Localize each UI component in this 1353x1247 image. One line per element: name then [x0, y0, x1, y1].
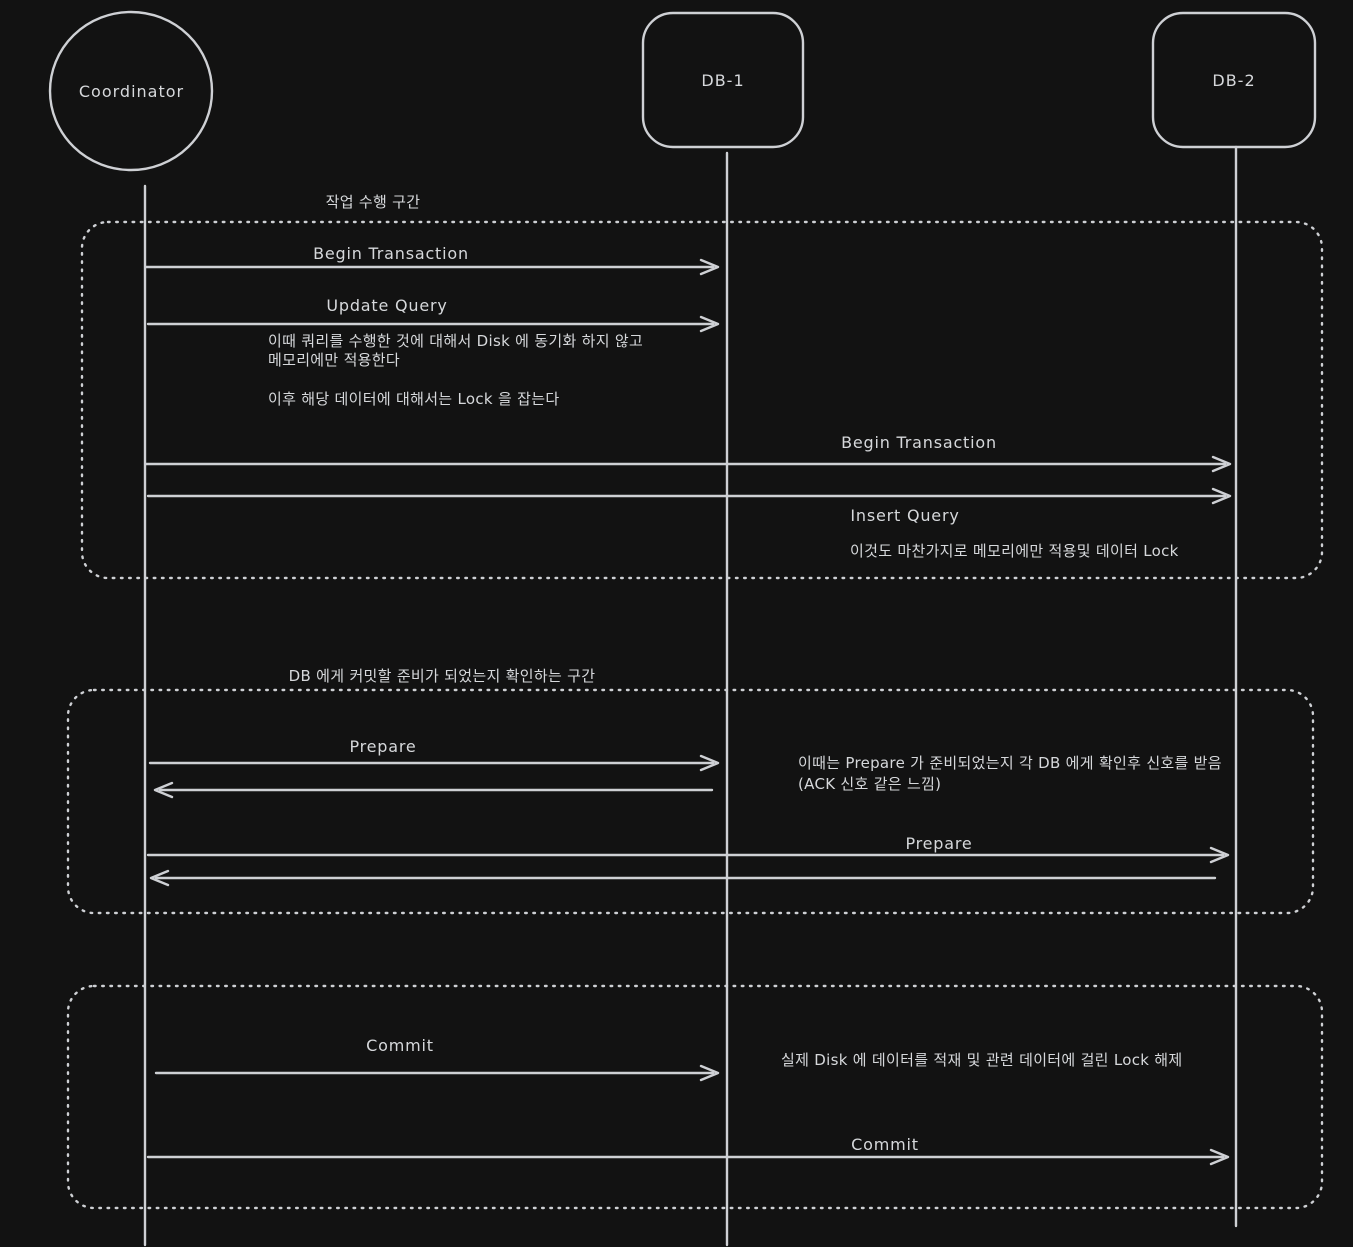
begin-transaction-db2-arrow: [144, 455, 1232, 473]
commit-db2-arrow: [146, 1148, 1230, 1166]
actor-db1: DB-1: [643, 13, 803, 147]
note-prepare-ack: 이때는 Prepare 가 준비되었는지 각 DB 에게 확인후 신호를 받음 …: [798, 754, 1222, 793]
actor-db2: DB-2: [1153, 13, 1315, 147]
begin-transaction-db1-label: Begin Transaction: [313, 244, 469, 263]
begin-transaction-db1-arrow: [144, 258, 720, 276]
note-disk-flush: 실제 Disk 에 데이터를 적재 및 관련 데이터에 걸린 Lock 해제: [781, 1051, 1183, 1069]
section2-title: DB 에게 커밋할 준비가 되었는지 확인하는 구간: [288, 667, 596, 685]
actor-coordinator: Coordinator: [50, 13, 213, 170]
note-memory-only: 이때 쿼리를 수행한 것에 대해서 Disk 에 동기화 하지 않고 메모리에만…: [268, 332, 644, 369]
begin-transaction-db2-label: Begin Transaction: [841, 433, 997, 452]
commit-db1-arrow: [154, 1064, 720, 1082]
section3-box: [66, 984, 1324, 1210]
coordinator-shape: [48, 10, 214, 172]
update-query-arrow: [146, 315, 720, 333]
note-hold-lock: 이후 해당 데이터에 대해서는 Lock 을 잡는다: [268, 390, 560, 408]
commit-db2-label: Commit: [851, 1135, 919, 1154]
prepare-db1-arrow: [148, 754, 720, 772]
prepare-db2-ack-arrow: [149, 869, 1217, 887]
coordinator-label: Coordinator: [78, 82, 185, 101]
prepare-db2-arrow: [146, 846, 1230, 864]
section2-box: [66, 688, 1315, 915]
insert-query-arrow: [146, 487, 1232, 505]
insert-query-label: Insert Query: [850, 506, 960, 525]
section1-box: [80, 220, 1324, 580]
prepare-db2-label: Prepare: [905, 834, 973, 853]
db1-shape: [641, 11, 805, 149]
db2-shape: [1151, 11, 1317, 149]
section1-title: 작업 수행 구간: [325, 193, 421, 211]
prepare-db1-ack-arrow: [153, 781, 714, 799]
update-query-label: Update Query: [326, 296, 448, 315]
db2-label: DB-2: [1212, 70, 1256, 90]
db1-label: DB-1: [701, 70, 745, 90]
prepare-db1-label: Prepare: [349, 737, 417, 756]
note-db2-memory-lock: 이것도 마찬가지로 메모리에만 적용및 데이터 Lock: [850, 542, 1179, 560]
commit-db1-label: Commit: [366, 1036, 434, 1055]
